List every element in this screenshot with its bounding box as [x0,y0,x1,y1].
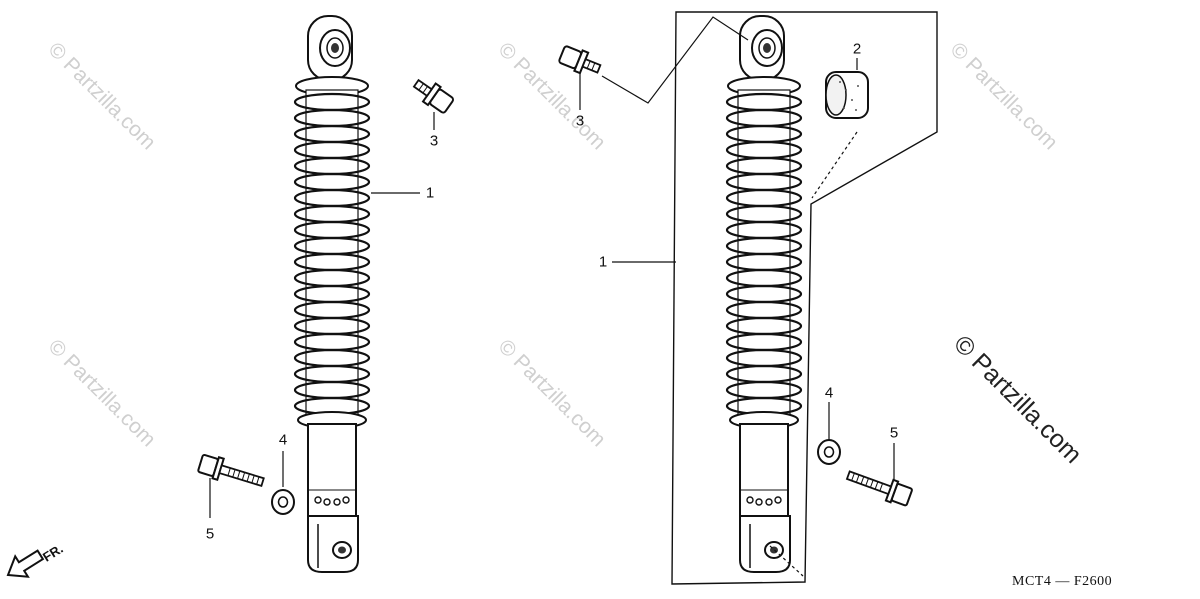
assembly-boundary [671,11,938,585]
callout-right-washer: 4 [824,384,834,402]
right-bolt-bottom [843,463,915,509]
right-shock-absorber [725,14,803,574]
callout-right-bushing: 2 [852,40,862,58]
front-arrow-icon [6,549,45,578]
left-shock-absorber [293,14,371,574]
callout-right-bolt-bottom: 5 [889,424,899,442]
diagram-code: MCT4 — F2600 [1012,574,1113,589]
right-bushing [825,71,869,119]
callout-right-shock: 1 [598,253,608,271]
leader-lines [209,58,895,518]
callout-right-bolt-top: 3 [575,112,585,130]
callout-left-shock: 1 [425,184,435,202]
callout-left-washer: 4 [278,431,288,449]
left-washer [271,489,295,515]
left-bolt-bottom [196,451,267,494]
right-washer [817,439,841,465]
callout-left-bolt-bottom: 5 [205,525,215,543]
left-bolt-top [408,73,457,117]
callout-left-bolt-top: 3 [429,132,439,150]
